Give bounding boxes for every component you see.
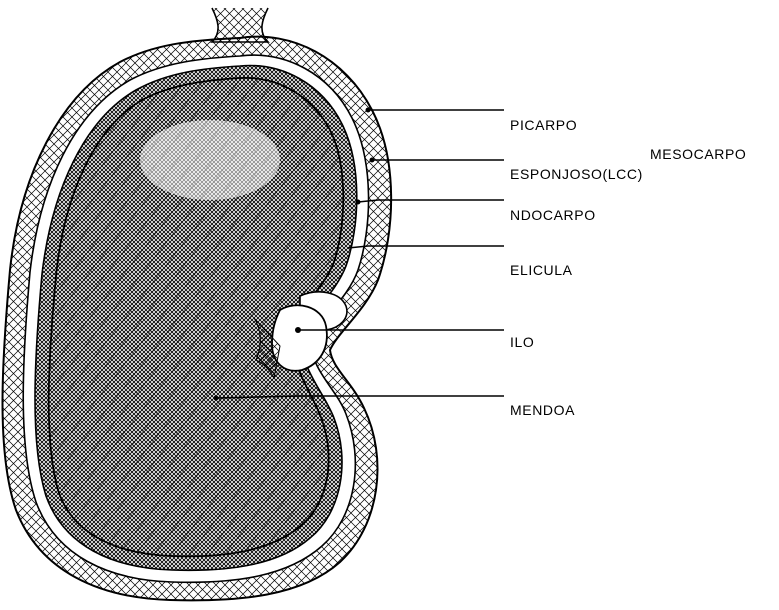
endosperm-highlight (140, 120, 280, 200)
label-elicula: ELICULA (510, 262, 573, 278)
label-ilo: ILO (510, 334, 534, 350)
label-mesocarpo: MESOCARPO (650, 146, 746, 162)
label-esponjoso: ESPONJOSO(LCC) (510, 166, 643, 182)
label-ndocarpo: NDOCARPO (510, 207, 596, 223)
leader-mendoa (216, 396, 504, 398)
label-mendoa: MENDOA (510, 402, 575, 418)
label-picarpo: PICARPO (510, 117, 577, 133)
